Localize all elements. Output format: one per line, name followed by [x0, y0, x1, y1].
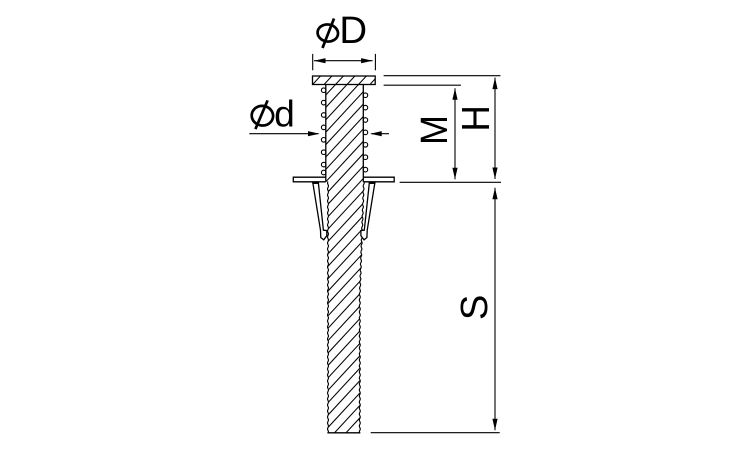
svg-text:S: S: [453, 295, 496, 321]
svg-text:d: d: [274, 93, 295, 135]
svg-text:D: D: [339, 9, 367, 52]
svg-text:H: H: [454, 105, 497, 132]
svg-text:M: M: [413, 115, 455, 145]
